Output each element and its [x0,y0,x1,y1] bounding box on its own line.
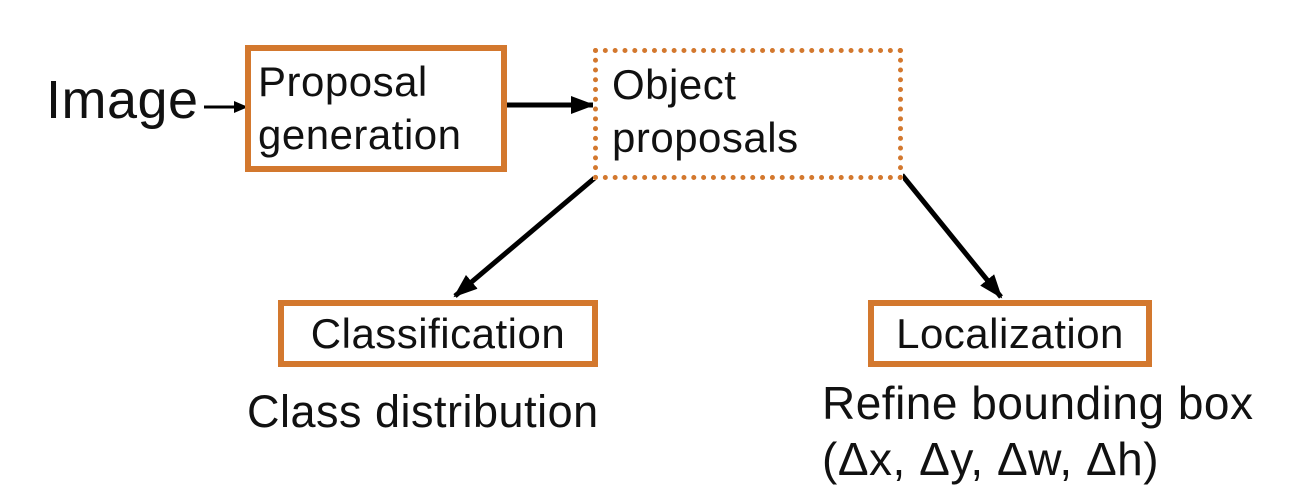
node-localization-label: Localization [896,310,1124,357]
node-classification: Classification [278,300,598,367]
node-proposal-generation-line2: generation [258,111,462,158]
localization-caption-line2: (Δx, Δy, Δw, Δh) [822,433,1160,485]
node-proposal-generation: Proposal generation [245,45,507,172]
node-object-proposals: Object proposals [593,48,903,180]
classification-caption: Class distribution [247,386,599,437]
node-object-proposals-line1: Object [612,61,737,108]
arrow-object-proposals-to-classification [453,174,599,298]
node-proposal-generation-line1: Proposal [258,58,428,105]
localization-caption-line1: Refine bounding box [822,377,1254,429]
image-input-label: Image [46,70,199,130]
node-object-proposals-line2: proposals [612,114,799,161]
node-localization: Localization [868,300,1152,367]
node-classification-label: Classification [310,310,566,357]
arrow-object-proposals-to-localization [900,173,1003,299]
